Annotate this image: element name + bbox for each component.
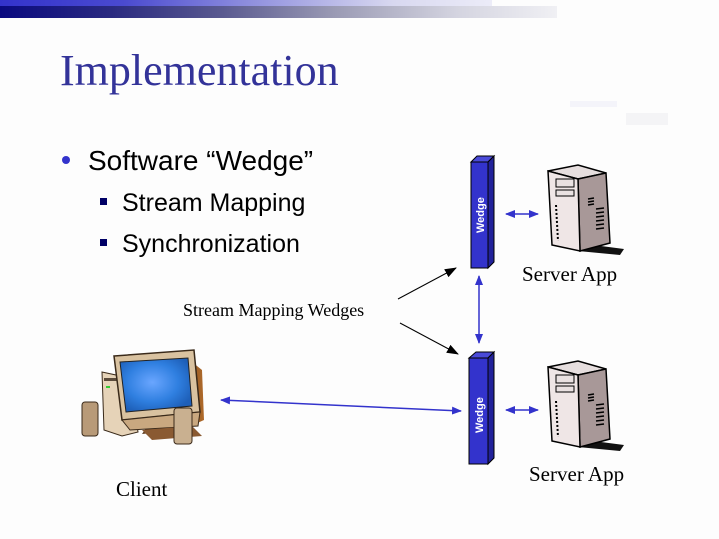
wedge-bottom: Wedge <box>467 350 496 466</box>
sub-bullet-stream-mapping: Stream Mapping <box>100 187 305 219</box>
sub-bullet-text: Stream Mapping <box>122 189 306 217</box>
bullet-square-icon <box>100 197 107 205</box>
desktop-computer-icon <box>81 349 204 445</box>
wedge-front-face <box>468 357 489 465</box>
slide-title: Implementation <box>60 46 339 95</box>
title-underline-bar-dark-segment <box>626 113 668 125</box>
annotation-arrow-top <box>397 267 457 300</box>
wedge-label: Wedge <box>475 197 487 233</box>
server-app-bottom-label: Server App <box>529 462 625 486</box>
sub-bullet-synchronization: Synchronization <box>100 228 300 260</box>
bullet-dot-icon <box>62 155 70 164</box>
wedge-label: Wedge <box>474 397 486 433</box>
bullet-square-icon <box>100 238 107 246</box>
bullet-text: Software “Wedge” <box>88 145 314 176</box>
title-underline-bar-segment <box>570 101 617 107</box>
server-tower-icon <box>547 360 624 451</box>
bullet-software-wedge: Software “Wedge” <box>62 143 313 179</box>
title-underline-bar <box>0 0 492 6</box>
stream-mapping-wedges-label: Stream Mapping Wedges <box>183 300 365 320</box>
title-underline-bar-dark <box>0 6 557 18</box>
client-label: Client <box>116 477 168 501</box>
wedge-side-face <box>487 350 495 466</box>
server-app-top-label: Server App <box>522 262 618 286</box>
server-tower-icon <box>547 164 624 255</box>
annotation-arrow-bottom <box>399 322 459 355</box>
wedge-side-face <box>487 154 495 270</box>
wedge-top: Wedge <box>469 154 496 270</box>
wedge-front-face <box>470 161 489 269</box>
client-wedge-arrow <box>220 396 462 415</box>
sub-bullet-text: Synchronization <box>122 230 300 258</box>
